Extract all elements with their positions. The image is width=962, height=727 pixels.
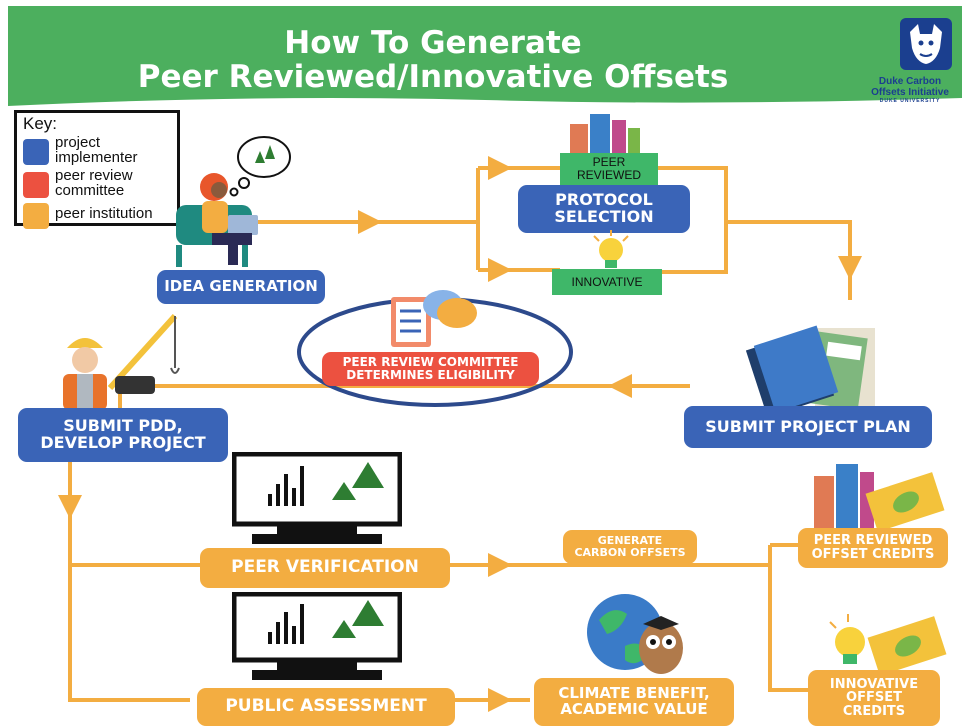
monitor-chart-icon — [232, 592, 402, 680]
legend-label: peer institution — [55, 205, 153, 222]
peer-reviewed-tag: PEER REVIEWED — [560, 153, 658, 185]
legend-swatch — [23, 203, 49, 229]
legend-label: peer review committee — [55, 167, 133, 199]
logo-caption-line2: Offsets Initiative — [871, 87, 949, 98]
lightbulb-icon — [593, 230, 629, 268]
page-title-line1: How To Generate — [284, 25, 582, 61]
header-banner: How To Generate Peer Reviewed/Innovative… — [8, 6, 962, 106]
banner-shape — [8, 6, 962, 106]
arrow-right-icon — [488, 156, 512, 180]
arrow-down-icon — [58, 495, 82, 519]
checklist-chat-icon — [391, 290, 477, 347]
submit-project-plan-step: SUBMIT PROJECT PLAN — [684, 406, 932, 448]
innovative-tag: INNOVATIVE — [552, 269, 662, 295]
arrow-right-icon — [488, 258, 512, 282]
climate-benefit-academic-value-step: CLIMATE BENEFIT, ACADEMIC VALUE — [534, 678, 734, 726]
arrow-right-icon — [488, 553, 512, 577]
logo-caption-line3: DUKE UNIVERSITY — [879, 98, 941, 104]
legend-item-peer-institution: peer institution — [21, 199, 181, 235]
duke-devil-logo-icon — [900, 18, 952, 70]
legend-swatch — [23, 172, 49, 198]
arrow-right-icon — [488, 688, 512, 712]
monitor-chart-icon — [232, 452, 402, 544]
generate-carbon-offsets-step: GENERATE CARBON OFFSETS — [563, 530, 697, 564]
arrow-down-icon — [838, 256, 862, 280]
books-and-credit-icon — [814, 464, 945, 530]
peer-reviewed-offset-credits-step: PEER REVIEWED OFFSET CREDITS — [798, 528, 948, 568]
public-assessment-step: PUBLIC ASSESSMENT — [197, 688, 455, 726]
idea-generation-step: IDEA GENERATION — [157, 270, 325, 304]
arrow-right-icon — [358, 210, 382, 234]
person-thinking-icon — [176, 136, 291, 267]
legend-swatch — [23, 139, 49, 165]
legend-item-peer-review-committee: peer review committee — [21, 168, 181, 204]
lightbulb-credit-icon — [829, 614, 947, 672]
peer-verification-step: PEER VERIFICATION — [200, 548, 450, 588]
logo-caption: Duke Carbon Offsets Initiative DUKE UNIV… — [860, 76, 960, 104]
submit-pdd-develop-project-step: SUBMIT PDD, DEVELOP PROJECT — [18, 408, 228, 462]
page-title-line2: Peer Reviewed/Innovative Offsets — [137, 59, 729, 95]
logo-caption-line1: Duke Carbon — [878, 76, 942, 87]
committee-eligibility-step: PEER REVIEW COMMITTEE DETERMINES ELIGIBI… — [322, 352, 539, 386]
globe-owl-icon — [587, 594, 683, 674]
legend-box: Key: project implementer peer review com… — [14, 110, 181, 229]
legend-title: Key: — [23, 114, 58, 133]
arrow-left-icon — [608, 374, 632, 398]
project-plan-binders-icon — [745, 325, 875, 410]
innovative-offset-credits-step: INNOVATIVE OFFSET CREDITS — [808, 670, 940, 726]
construction-worker-crane-icon — [63, 313, 180, 410]
protocol-selection-step: PROTOCOL SELECTION — [518, 185, 690, 233]
legend-label: project implementer — [55, 134, 138, 166]
legend-item-project-implementer: project implementer — [21, 135, 181, 171]
